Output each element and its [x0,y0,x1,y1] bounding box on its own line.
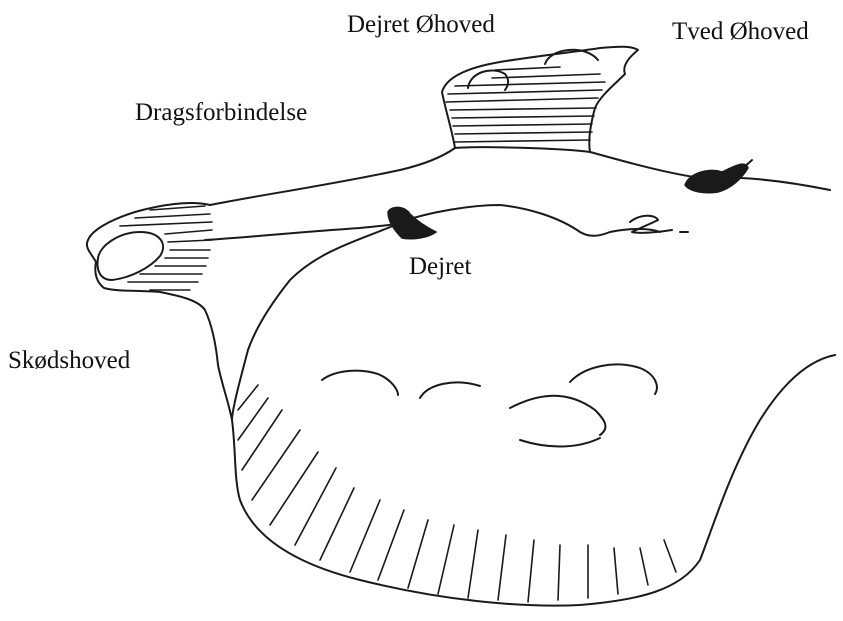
dejret-mark [388,207,436,238]
field-curve-5 [520,438,600,447]
dejret-ohoved-hatching [446,67,605,142]
label-dragsforbindelse: Dragsforbindelse [135,100,307,125]
field-curve-3 [510,396,605,435]
field-curve-1 [322,371,398,395]
western-headland-hatching [120,206,212,290]
field-curve-2 [420,382,480,398]
inner-shoreline-lower [232,225,395,420]
label-tved-ohoved: Tved Øhoved [672,19,809,44]
label-dejret: Dejret [409,254,471,279]
dejret-ohoved-mound-left [468,70,508,90]
field-curve-4 [570,364,657,394]
label-dejret-ohoved: Dejret Øhoved [347,12,495,37]
southern-slope-hatching [238,385,676,602]
label-skodshoved: Skødshoved [8,348,130,373]
western-headland-knob [98,232,164,280]
